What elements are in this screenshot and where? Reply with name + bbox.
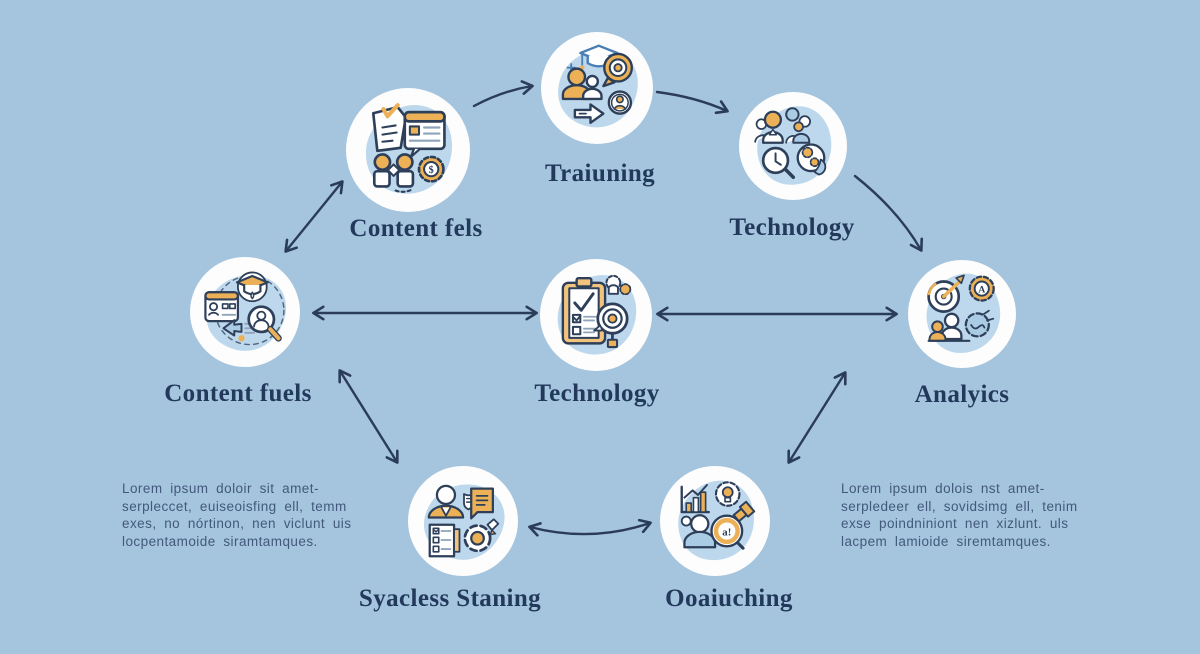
node-technology-top <box>739 92 847 200</box>
arrow-syacless-ooaiuching <box>530 523 650 534</box>
target-gear-people-icon: A <box>926 273 1000 353</box>
paragraph-line: Lorem ipsum doloir sit amet- <box>122 481 319 496</box>
arrow-content-fels-training <box>472 86 532 108</box>
node-label-analytics: Analyics <box>914 381 1010 408</box>
arrow-analytics-ooaiuching <box>789 373 845 462</box>
node-label-technology-center: Technology <box>534 380 660 407</box>
paragraph-line: serpledeer ell, sovidsimg ell, tenim <box>841 498 1078 514</box>
svg-text:a!: a! <box>722 526 731 538</box>
node-training <box>541 32 653 144</box>
paragraph-line: exes, no nórtinon, nen viclunt uis <box>122 516 352 531</box>
person-shield-document-gear-icon <box>423 484 505 560</box>
node-analytics: A <box>908 260 1016 368</box>
paragraph-left: Lorem ipsum doloir sit amet- serpleccet,… <box>122 480 357 550</box>
clipboard-checklist-lens-icon <box>557 274 637 355</box>
arrow-training-technology <box>655 90 727 111</box>
paragraph-line: exse poindniniont nen xizlunt. uls <box>841 516 1069 531</box>
arrow-content-fuels-content-fels <box>286 182 342 251</box>
node-label-content-fels: Content fels <box>349 215 483 242</box>
graduation-browser-magnifier-icon <box>204 271 286 351</box>
svg-text:$: $ <box>429 165 434 176</box>
node-technology-center <box>540 259 652 371</box>
team-clock-globe-icon <box>754 106 831 185</box>
node-label-ooaiuching: Ooaiuching <box>665 585 793 612</box>
node-label-syacless-staning: Syacless Staning <box>358 585 542 612</box>
paragraph-line: serpleccet, euiseoisfing ell, temm <box>122 498 347 514</box>
arrow-technology-analytics <box>853 174 921 250</box>
node-content-fuels <box>190 257 300 367</box>
paragraph-line: lacpem lamioide siremtamques. <box>841 533 1051 549</box>
node-ooaiuching: a! <box>660 466 770 576</box>
paragraph-line: Lorem ipsum dolois nst amet- <box>841 481 1045 496</box>
svg-text:A: A <box>978 284 985 295</box>
node-label-content-fuels: Content fuels <box>164 380 312 407</box>
paragraph-right: Lorem ipsum dolois nst amet- serpledeer … <box>841 480 1091 550</box>
node-syacless-staning <box>408 466 518 576</box>
paragraph-line: locpentamoide siramtamques. <box>122 533 318 549</box>
node-content-fels: $ <box>346 88 470 212</box>
documents-handshake-gear-icon: $ <box>366 103 453 194</box>
chart-bulb-magnifier-icon: a! <box>678 480 756 561</box>
graduation-people-target-icon <box>558 44 638 128</box>
node-label-technology-top: Technology <box>729 214 855 241</box>
arrow-content-fuels-syacless <box>340 371 397 462</box>
node-label-training: Traiuning <box>544 160 656 187</box>
